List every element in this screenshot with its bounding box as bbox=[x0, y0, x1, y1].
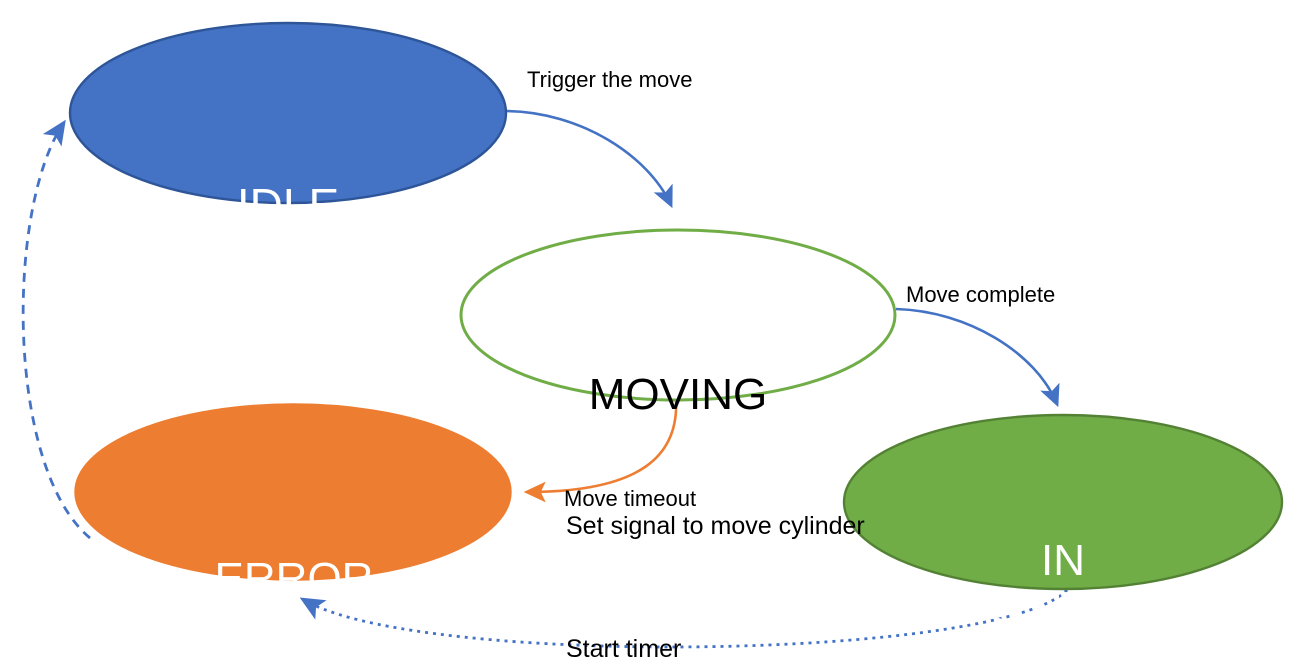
node-in-position[interactable] bbox=[842, 413, 1284, 591]
edge-moving-to-error bbox=[523, 398, 678, 503]
edge-label-move-timeout: Move timeout bbox=[564, 486, 697, 511]
node-moving[interactable] bbox=[459, 228, 897, 402]
node-idle[interactable] bbox=[68, 21, 508, 205]
edge-in-position-to-error bbox=[299, 589, 1069, 649]
node-error[interactable] bbox=[74, 403, 512, 581]
edge-error-to-idle bbox=[21, 119, 91, 540]
edge-label-move-complete: Move complete bbox=[906, 282, 1056, 307]
edge-idle-to-moving bbox=[506, 109, 673, 209]
edge-label-trigger-the-move: Trigger the move bbox=[527, 67, 693, 92]
edge-moving-to-in-position bbox=[895, 307, 1060, 408]
